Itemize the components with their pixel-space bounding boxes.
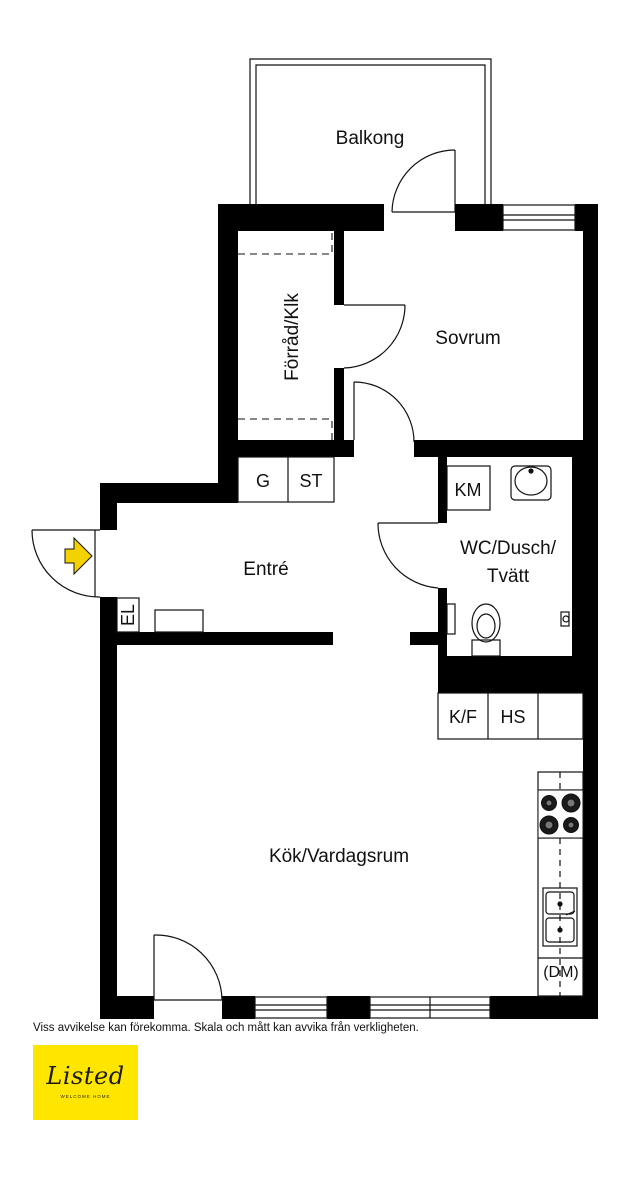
living-door[interactable] xyxy=(153,934,223,1001)
disclaimer-text: Viss avvikelse kan förekomma. Skala och … xyxy=(33,1022,419,1034)
room-label-hall: Entré xyxy=(243,559,288,580)
logo-tagline: WELCOME HOME xyxy=(60,1094,111,1099)
bedroom-window xyxy=(502,204,576,231)
bedroom-door[interactable] xyxy=(353,381,415,443)
walls xyxy=(100,204,598,1019)
living-window-1 xyxy=(254,996,328,1019)
shower-icon xyxy=(560,611,570,627)
utility-cabinets xyxy=(437,692,584,740)
toilet-icon xyxy=(471,603,501,657)
bathroom-fixtures xyxy=(446,465,570,657)
hall-closets xyxy=(237,456,335,503)
listed-logo: Listed WELCOME HOME xyxy=(33,1045,138,1120)
bathroom-door[interactable] xyxy=(377,522,439,589)
sink-icon xyxy=(510,465,552,501)
windows xyxy=(254,204,576,1019)
logo-word: Listed xyxy=(46,1062,125,1090)
kitchen-sink-icon xyxy=(542,887,578,947)
fixture-label-g: G xyxy=(256,471,270,491)
fixture-label-kf: K/F xyxy=(449,707,477,727)
km-box xyxy=(446,465,491,511)
fixture-label-hs: HS xyxy=(500,707,525,727)
room-label-bedroom: Sovrum xyxy=(435,328,500,349)
hall-bench xyxy=(154,609,204,633)
entrance-arrow-icon xyxy=(64,536,93,576)
stove-icon xyxy=(537,789,584,839)
balcony-door[interactable] xyxy=(391,149,456,213)
room-label-bathroom-line1: WC/Dusch/ xyxy=(460,538,557,559)
room-label-balcony: Balkong xyxy=(336,128,405,149)
doors xyxy=(31,304,439,1001)
room-label-kitchen-living: Kök/Vardagsrum xyxy=(269,846,409,867)
balcony-outline xyxy=(249,58,492,207)
room-label-bathroom-line2: Tvätt xyxy=(487,566,530,587)
storage-door[interactable] xyxy=(343,304,406,369)
front-door[interactable] xyxy=(31,529,101,598)
fixture-label-dm: (DM) xyxy=(543,964,579,981)
el-cabinet xyxy=(116,597,140,633)
living-window-2 xyxy=(369,996,491,1019)
storage-shelves xyxy=(238,231,333,440)
fixture-label-el: EL xyxy=(118,604,138,626)
fixture-label-st: ST xyxy=(299,471,322,491)
room-label-storage: Förråd/Klk xyxy=(282,293,303,381)
hall-fixtures xyxy=(116,597,204,633)
fixture-label-km: KM xyxy=(455,480,482,500)
wall-fixture xyxy=(446,603,456,635)
